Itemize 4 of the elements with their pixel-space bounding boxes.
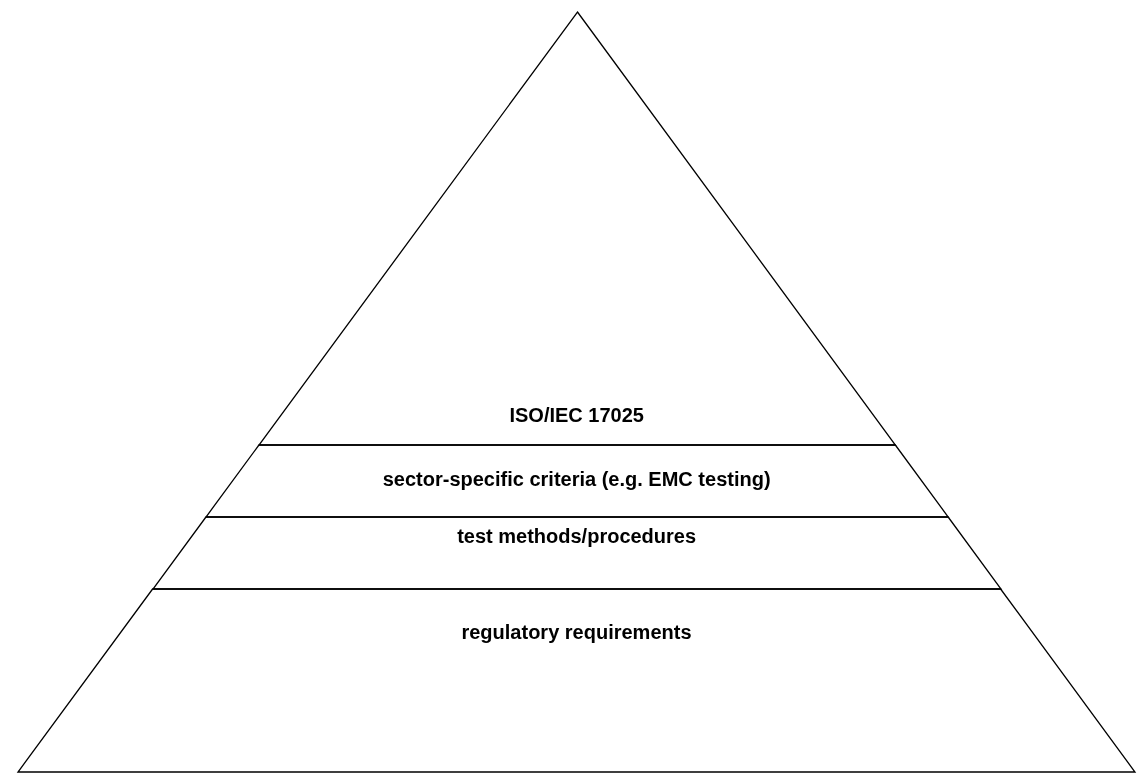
layer-label: regulatory requirements	[461, 621, 692, 644]
layer-label: test methods/procedures	[457, 525, 697, 548]
layer-label: sector-specific criteria (e.g. EMC testing)	[382, 468, 771, 491]
layer-label: ISO/IEC 17025	[509, 404, 644, 427]
